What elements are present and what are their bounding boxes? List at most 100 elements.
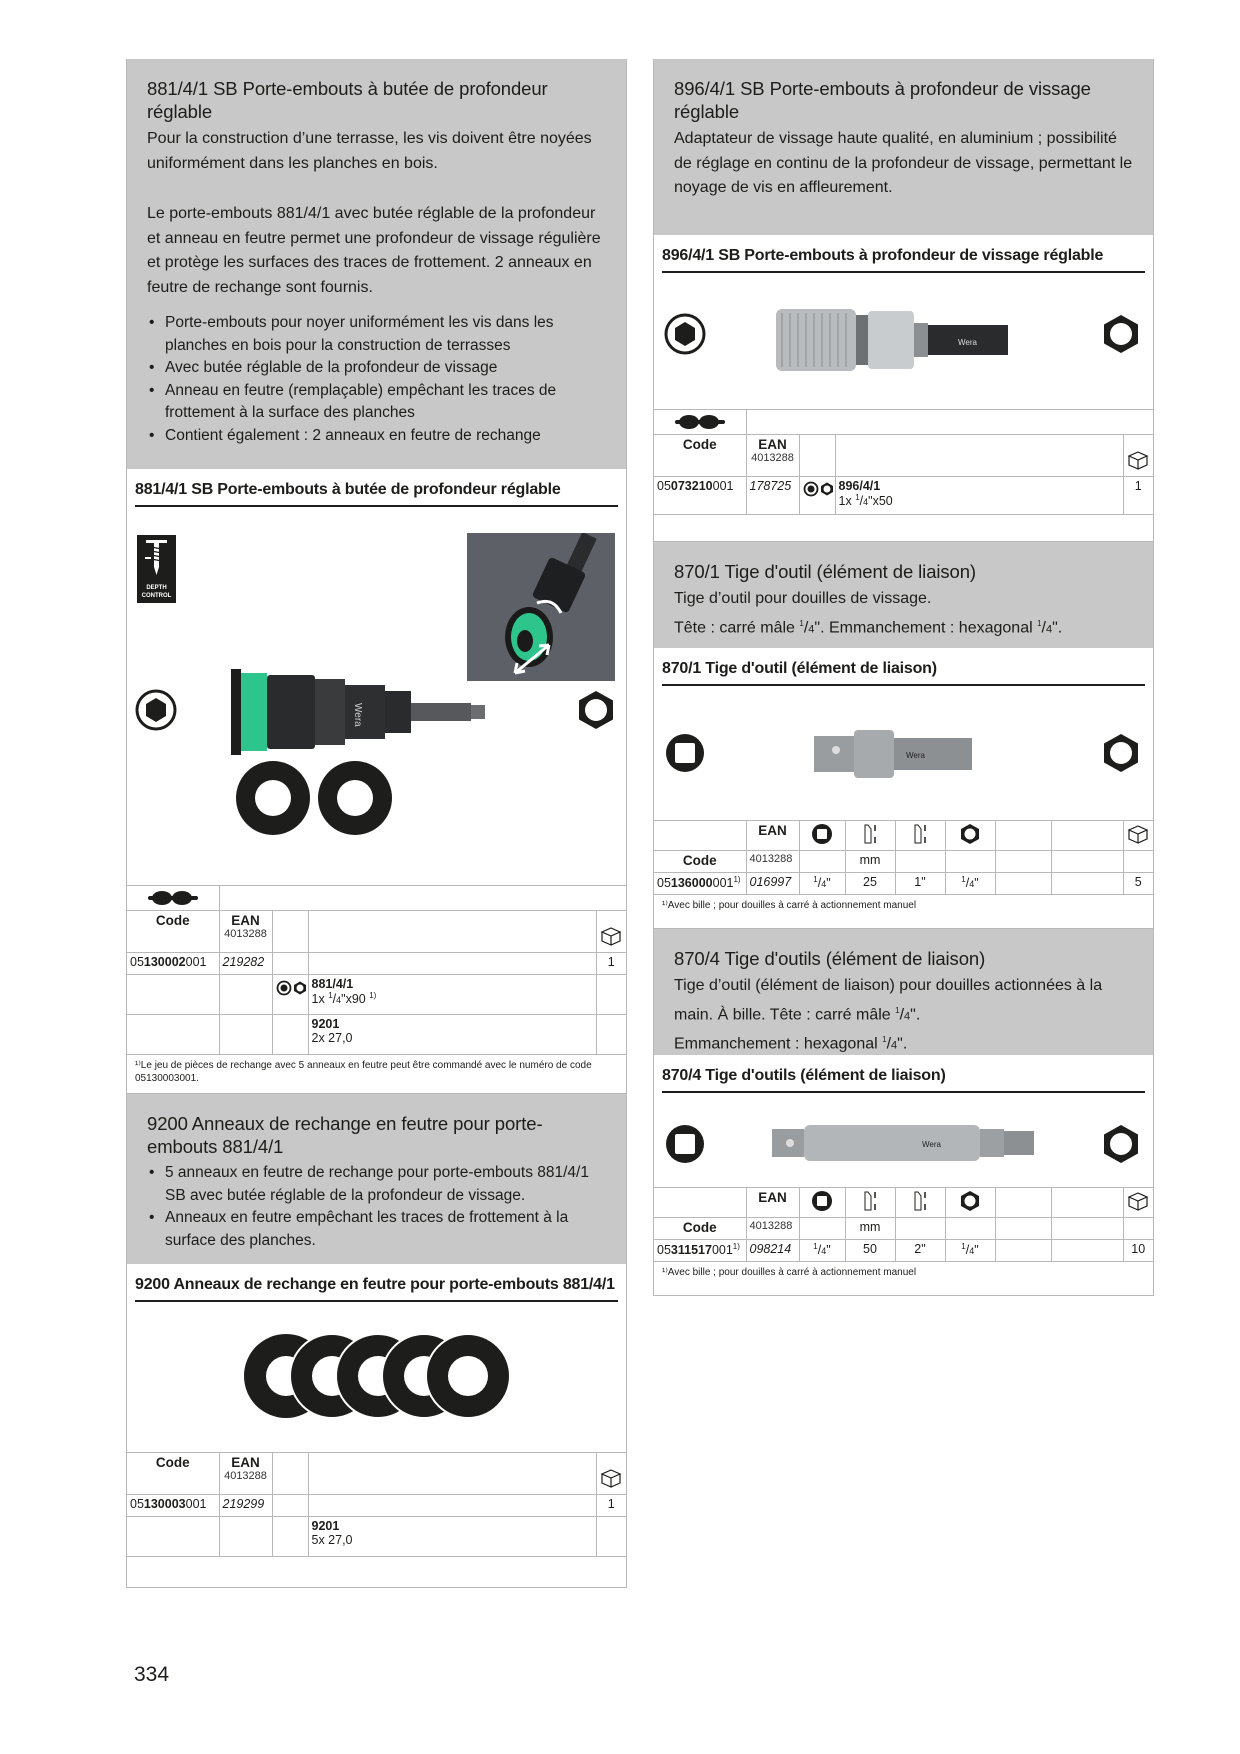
ean-value: 219282 [218,952,273,975]
code-post: 001 [712,876,734,891]
item-size: 5x 27,0 [311,1533,353,1547]
product-870-4-description: 870/4 Tige d'outils (élément de liaison)… [654,929,1153,1055]
code-bold: 136000 [670,876,713,891]
empty-cell [654,820,747,851]
package-icon [1122,820,1153,851]
spacer [127,1557,626,1587]
item-note: 1) [369,991,377,1000]
ean-value: 016997 [745,872,800,895]
product-881-footnote: ¹⁾Le jeu de pièces de rechange avec 5 an… [135,1060,592,1084]
empty-cell [894,1217,946,1240]
frac-num: 1 [961,875,966,884]
left-column: 881/4/1 SB Porte-embouts à butée de prof… [126,59,627,1588]
code-cell: 053115170011) [654,1239,747,1262]
code-bold: 073210 [670,479,713,493]
empty-cell [994,820,1052,851]
empty-cell [798,1217,846,1240]
frac-den: 4 [821,1246,827,1257]
product-870-1-spec: 870/1 Tige d'outil (élément de liaison) … [654,648,1153,928]
square-drive-col-icon [798,820,846,851]
drive-icons [271,974,309,1015]
square-size: 1/4" [798,1239,846,1262]
code-pre: 05 [657,479,671,493]
empty-cell [271,952,309,975]
hex-col-icon [944,820,996,851]
wera-logo: Wera [352,703,363,727]
product-9200-description: 9200 Anneaux de rechange en feutre pour … [127,1094,626,1264]
product-870-1-footnote: ¹⁾Avec bille ; pour douilles à carré à a… [662,900,917,911]
frac-num: 1 [1037,618,1042,628]
inch-mark: " [826,876,831,891]
frac-den: 4 [969,879,975,890]
product-881-images: DEPTH CONTROL [127,507,626,885]
frac-den: 4 [891,1039,898,1052]
item-name: 9201 [311,1519,340,1533]
desc-part: ". [910,1005,921,1023]
length-in-col-icon [894,820,946,851]
empty-cell [1050,820,1124,851]
package-icon [595,1452,626,1495]
code-post: 001 [185,955,207,969]
unit-mm: mm [844,850,896,873]
product-870-1-desc1: Tige d’outil pour douilles de vissage. [674,590,932,607]
package-icon [1122,434,1153,477]
square-drive-icon [664,732,706,779]
item-len: "x50 [868,494,893,509]
product-9200-images [127,1302,626,1452]
product-870-1-subtitle: 870/1 Tige d'outil (élément de liaison) [662,648,1145,686]
product-870-4-images: Wera [654,1093,1153,1187]
col-header-code: Code [654,434,747,477]
frac-num: 1 [961,1242,966,1251]
wera-logo: Wera [906,751,926,760]
product-870-4: 870/4 Tige d'outils (élément de liaison)… [653,929,1154,1296]
package-icon [595,910,626,953]
tool-logo-cell [127,885,220,911]
product-870-4-title: 870/4 Tige d'outils (élément de liaison) [674,948,986,969]
ean-value: 098214 [745,1239,800,1262]
square-drive-icon [664,1123,706,1170]
wera-logo: Wera [922,1140,942,1149]
ean-prefix: 4013288 [745,1217,800,1240]
length-in-col-icon [894,1187,946,1218]
length-mm: 25 [844,872,896,895]
hex-shank-icon [1100,732,1142,779]
col-header-code: Code [127,1452,220,1495]
length-col-icon [844,820,896,851]
qty-value: 1 [595,952,626,975]
empty-cell [127,1014,220,1055]
ean-prefix: 4013288 [751,452,794,464]
desc-part: Tête : carré mâle [674,618,800,636]
empty-cell [994,1239,1052,1262]
code-bold: 130002 [143,955,186,969]
inch-mark: " [974,876,979,891]
felt-rings-set-image [242,1332,512,1425]
inch-mark: " [974,1243,979,1258]
empty-cell [271,1014,309,1055]
hex-col-icon [944,1187,996,1218]
frac-num: 1 [895,1005,900,1015]
empty-cell [307,1452,597,1495]
product-9200-spec: 9200 Anneaux de rechange en feutre pour … [127,1264,626,1587]
empty-cell [127,974,220,1015]
product-881-inset-photo [467,533,615,681]
product-870-1-table: EAN Code 4013288 mm [654,820,1153,895]
frac-den: 4 [969,1246,975,1257]
empty-cell [1050,872,1124,895]
product-896-spec: 896/4/1 SB Porte-embouts à profondeur de… [654,235,1153,541]
empty-cell [654,1187,747,1218]
code-pre: 05 [130,955,144,969]
product-870-1-description: 870/1 Tige d'outil (élément de liaison) … [654,542,1153,648]
drive-icons [798,476,836,515]
code-pre: 05 [657,876,671,891]
frac-den: 4 [904,1009,911,1022]
empty-cell [307,910,597,953]
product-870-1-tool-image: Wera [814,728,974,785]
col-header-code: Code [654,1217,747,1240]
item-qty: 1x [838,494,856,509]
empty-cell [218,885,626,911]
empty-cell [1122,850,1153,873]
product-896-tool-image: Wera [776,305,1016,380]
empty-cell [271,1494,309,1517]
